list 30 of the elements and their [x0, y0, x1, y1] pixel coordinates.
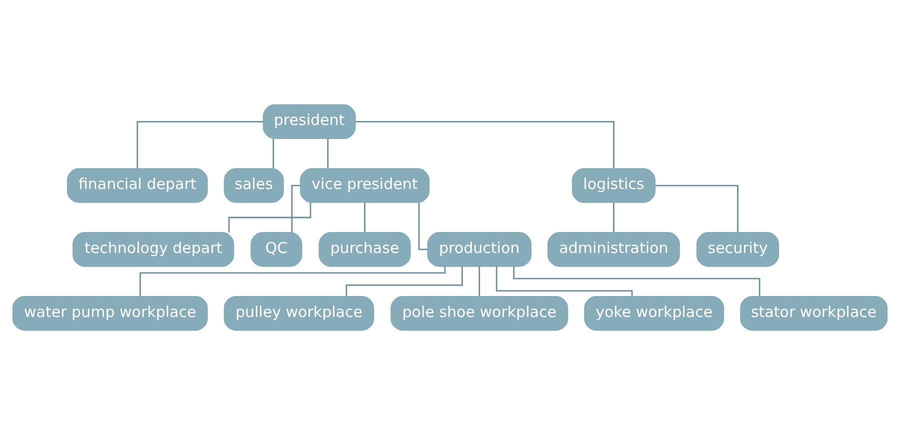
- node-box: pulley workplace: [224, 296, 374, 331]
- node-box: purchase: [318, 232, 411, 267]
- node-box: yoke workplace: [584, 296, 724, 331]
- connector: [327, 138, 329, 168]
- node-box: vice president: [300, 168, 430, 203]
- node-box: financial depart: [66, 168, 208, 203]
- connector: [496, 266, 633, 296]
- node-box: security: [696, 232, 780, 267]
- node-box: pole shoe workplace: [390, 296, 568, 331]
- connector: [613, 202, 614, 232]
- connector: [272, 138, 274, 168]
- node-box: administration: [547, 232, 680, 267]
- connector: [346, 266, 463, 296]
- node-box: production: [427, 232, 532, 267]
- connector: [513, 266, 760, 296]
- node-box: president: [262, 104, 356, 140]
- connector: [478, 266, 480, 296]
- node-box: stator workplace: [740, 296, 888, 331]
- node-box: sales: [224, 168, 284, 203]
- node-box: QC: [250, 232, 302, 267]
- connector: [291, 184, 300, 232]
- connector: [364, 202, 366, 232]
- node-box: logistics: [572, 168, 656, 203]
- node-box: technology depart: [72, 232, 234, 267]
- connector: [356, 120, 614, 168]
- connector: [418, 202, 428, 250]
- connector: [655, 184, 738, 232]
- connector: [136, 120, 264, 168]
- connector: [139, 266, 446, 296]
- node-box: water pump workplace: [12, 296, 208, 331]
